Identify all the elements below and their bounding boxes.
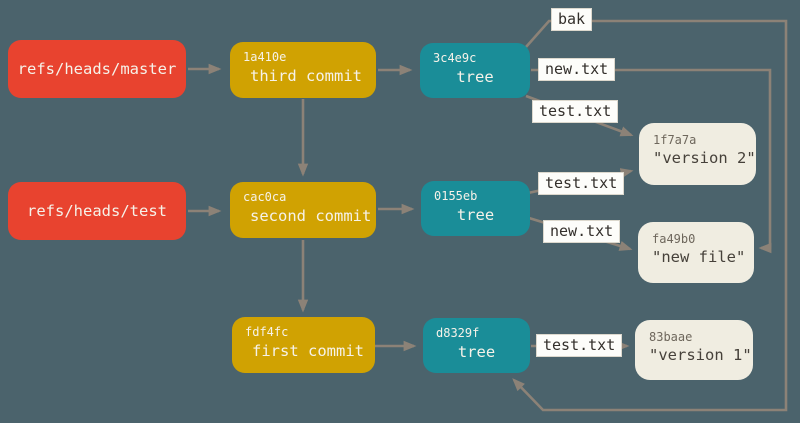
tree-second-label: tree xyxy=(456,206,495,224)
edge-label-testtxt-bottom: test.txt xyxy=(536,334,623,357)
tree-third-node: 3c4e9c tree xyxy=(420,43,530,98)
commit-second-hash: cac0ca xyxy=(243,190,287,204)
edge-label-newtxt-top: new.txt xyxy=(538,58,616,81)
commit-first-hash: fdf4fc xyxy=(245,325,289,339)
edge-third-tree-newtxt-to-newfile-blob xyxy=(531,68,772,254)
blob-newfile-node: fa49b0 "new file" xyxy=(638,222,754,283)
blob-version2-label: "version 2" xyxy=(653,149,756,167)
ref-master-label: refs/heads/master xyxy=(17,60,177,78)
tree-second-hash: 0155eb xyxy=(434,189,478,203)
commit-third-label: third commit xyxy=(250,67,362,85)
ref-test-node: refs/heads/test xyxy=(8,182,186,240)
commit-first-node: fdf4fc first commit xyxy=(232,317,375,373)
edge-bak-to-first-tree xyxy=(512,19,788,412)
blob-version2-hash: 1f7a7a xyxy=(653,133,697,147)
tree-first-node: d8329f tree xyxy=(423,318,530,373)
blob-version2-node: 1f7a7a "version 2" xyxy=(639,123,756,185)
commit-third-hash: 1a410e xyxy=(243,50,287,64)
ref-test-label: refs/heads/test xyxy=(27,202,167,220)
tree-third-hash: 3c4e9c xyxy=(433,51,477,65)
commit-first-label: first commit xyxy=(252,342,364,360)
blob-version1-label: "version 1" xyxy=(649,346,752,364)
edge-label-bak: bak xyxy=(551,8,593,31)
commit-third-node: 1a410e third commit xyxy=(230,42,376,98)
blob-version1-hash: 83baae xyxy=(649,330,693,344)
tree-third-label: tree xyxy=(456,68,494,86)
commit-second-node: cac0ca second commit xyxy=(230,182,376,238)
ref-master-node: refs/heads/master xyxy=(8,40,186,98)
commit-second-label: second commit xyxy=(250,207,372,225)
tree-first-label: tree xyxy=(457,343,496,361)
blob-newfile-hash: fa49b0 xyxy=(652,232,696,246)
edge-label-newtxt-middle: new.txt xyxy=(543,220,621,243)
blob-newfile-label: "new file" xyxy=(652,248,746,266)
blob-version1-node: 83baae "version 1" xyxy=(635,320,753,380)
edge-label-testtxt-middle: test.txt xyxy=(538,172,625,195)
tree-second-node: 0155eb tree xyxy=(421,181,530,236)
edge-label-testtxt-top: test.txt xyxy=(532,100,619,123)
tree-first-hash: d8329f xyxy=(436,326,480,340)
